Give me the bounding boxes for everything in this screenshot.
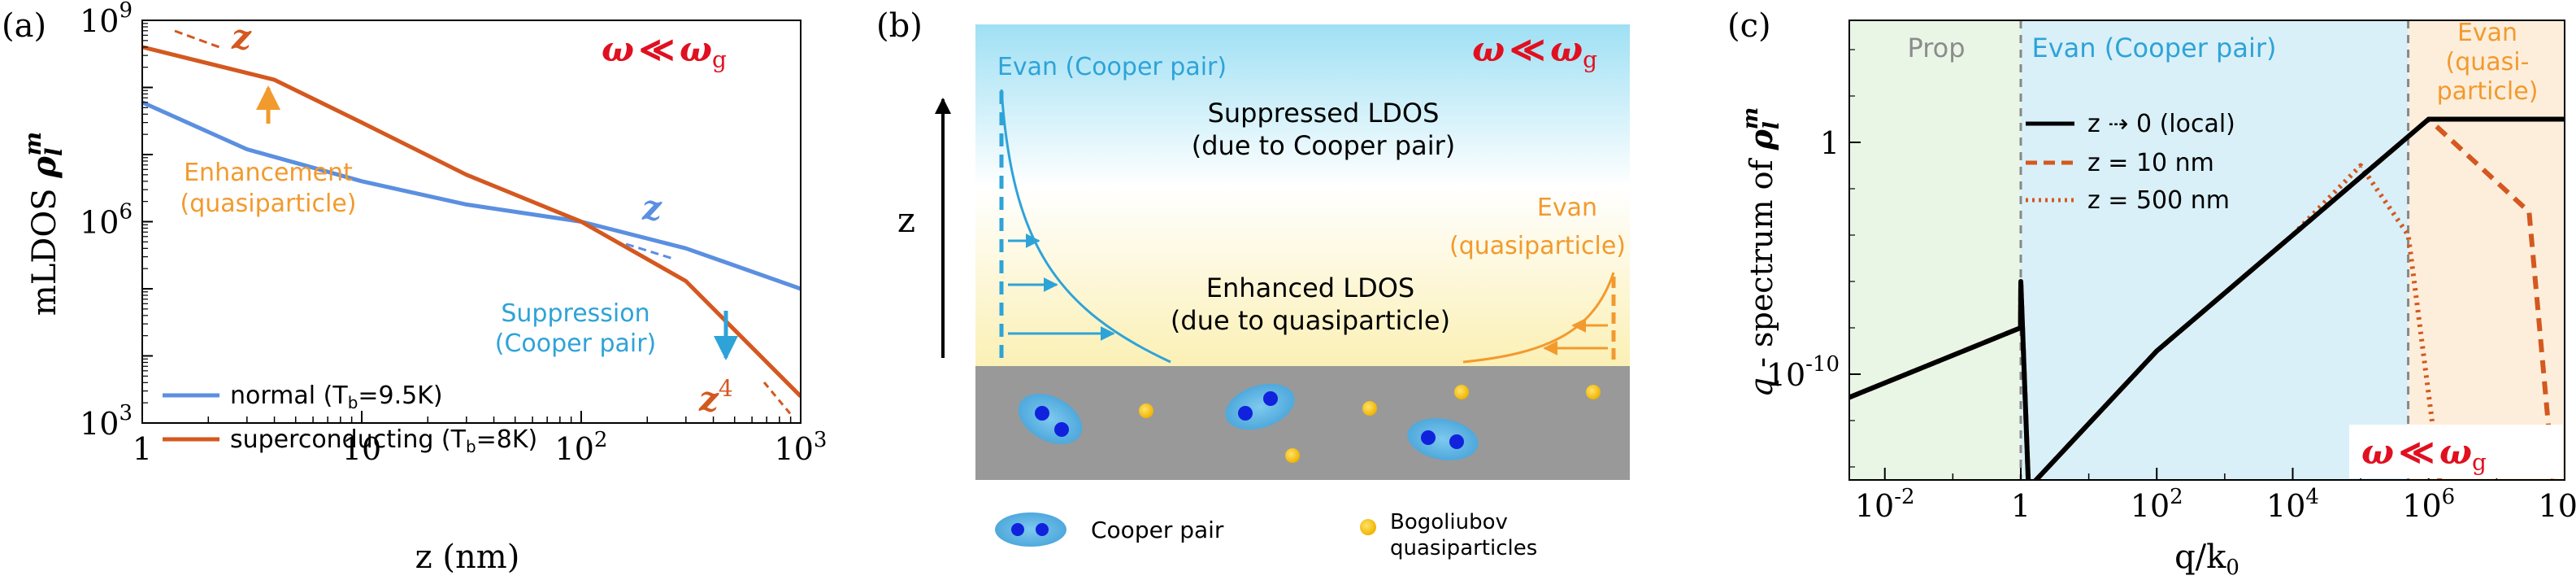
substrate [975, 366, 1630, 480]
panel-c-frame [1848, 20, 2565, 481]
x-tick-label: 102 [555, 428, 608, 467]
evan-qp-label-2: (quasiparticle) [1449, 232, 1626, 260]
region-evan-cp [2020, 20, 2409, 480]
region-prop [1849, 20, 2021, 480]
panel-b: (b) ω≪ωg z Evan (Cooper pair) Suppressed… [876, 7, 1630, 560]
region-evan-qp-label-2: (quasi- [2446, 48, 2530, 76]
x-tick-label: 10-2 [1855, 485, 1915, 524]
legend-cooper-pair-swatch [995, 512, 1066, 547]
evan-qp-curve [1462, 272, 1615, 364]
legend-500nm: z = 500 nm [2087, 186, 2230, 215]
panel-c-label: (c) [1727, 7, 1771, 45]
legend-bq-2: quasiparticles [1390, 536, 1537, 560]
panel-a-frame [141, 20, 801, 424]
enhanced-label-2: (due to quasiparticle) [1171, 305, 1450, 336]
enhanced-label-1: Enhanced LDOS [1206, 273, 1414, 303]
legend-bq-1: Bogoliubov [1390, 510, 1508, 534]
cooper-pair-3 [1407, 418, 1479, 460]
panel-a-label: (a) [2, 7, 46, 45]
panel-a-xlabel: z (nm) [415, 539, 520, 576]
cooper-pair-2 [1225, 383, 1295, 430]
panel-a-ylabel: mLDOS ρlm [20, 132, 67, 316]
enhanced-region [975, 187, 1630, 366]
asymptote-z-mid [625, 242, 674, 260]
quasiparticle-1 [1139, 403, 1153, 418]
x-tick-label: 10 [342, 431, 381, 467]
x-tick-label: 1 [2011, 488, 2031, 524]
y-tick-label: 10-10 [1766, 352, 1840, 393]
x-tick-label: 103 [775, 428, 828, 467]
evan-cp-label: Evan (Cooper pair) [997, 53, 1227, 81]
annot-z-mid: z [641, 188, 662, 228]
panel-a-ticks: 1 10 102 103 103 106 109 [80, 0, 827, 467]
quasiparticle-4 [1285, 448, 1300, 463]
panel-c-ylabel: q - spectrum of ρlm [1739, 107, 1784, 398]
annot-z-top: z [231, 17, 252, 57]
legend-local: z ⇢ 0 (local) [2087, 110, 2235, 138]
x-tick-label: 108 [2539, 485, 2576, 524]
panel-c-series [1849, 116, 2565, 480]
asymptote-z4 [762, 382, 794, 417]
y-tick-label: 109 [80, 0, 132, 39]
region-evan-cp-label: Evan (Cooper pair) [2032, 33, 2277, 63]
annot-z4: z4 [698, 375, 733, 419]
panel-b-label: (b) [876, 7, 923, 45]
suppressed-label-2: (due to Cooper pair) [1192, 130, 1456, 161]
x-tick-label: 102 [2131, 485, 2183, 524]
panel-a-series [142, 45, 801, 398]
legend-quasiparticle-swatch [1360, 519, 1376, 535]
x-tick-label: 1 [132, 431, 152, 467]
panel-c: (c) 10-2 1 102 104 106 108 1 10-10 Prop Evan (C… [1727, 7, 2576, 580]
suppressed-region [975, 24, 1630, 187]
series-superconducting-line [142, 45, 801, 398]
suppression-label-1: Suppression [501, 299, 649, 328]
legend-cooper-pair: Cooper pair [1091, 517, 1224, 543]
evan-qp-label-1: Evan [1537, 194, 1597, 222]
suppression-label-2: (Cooper pair) [495, 329, 657, 358]
enhancement-label-2: (quasiparticle) [180, 190, 357, 218]
panel-c-regime: ω≪ωg [2361, 432, 2487, 476]
evan-cp-curve [1000, 89, 1171, 364]
z-axis-label: z [897, 200, 915, 240]
legend-10nm: z = 10 nm [2087, 149, 2214, 177]
panel-a-regime: ω≪ωg [602, 29, 727, 73]
legend-normal: normal (Tb=9.5K) [230, 382, 443, 412]
y-tick-label: 1 [1820, 125, 1840, 161]
cooper-pair-1 [1018, 394, 1083, 444]
panel-c-ticks: 10-2 1 102 104 106 108 1 10-10 [1766, 49, 2576, 524]
region-prop-label: Prop [1907, 33, 1965, 63]
enhancement-label-1: Enhancement [184, 159, 353, 187]
panel-b-regime: ω≪ωg [1472, 29, 1597, 73]
x-tick-label: 106 [2402, 485, 2455, 524]
quasiparticle-3 [1454, 385, 1469, 399]
series-local-line [1849, 116, 2565, 480]
x-tick-label: 104 [2266, 485, 2319, 524]
region-evan-qp [2408, 20, 2565, 480]
panel-a: (a) 1 10 102 103 103 106 109 ω≪ωg z z z4 Enhan… [2, 0, 827, 576]
suppressed-label-1: Suppressed LDOS [1208, 98, 1440, 129]
asymptote-z-top [174, 29, 220, 49]
panel-c-regions [1849, 20, 2565, 480]
panel-c-xlabel: q/k0 [2174, 539, 2239, 580]
quasiparticle-2 [1362, 401, 1377, 416]
series-normal-line [142, 100, 801, 291]
y-tick-label: 103 [80, 401, 132, 442]
region-evan-qp-label-3: particle) [2437, 77, 2539, 106]
quasiparticle-5 [1586, 385, 1601, 399]
y-tick-label: 106 [80, 200, 132, 241]
panel-c-regime-box [2349, 425, 2563, 478]
legend-super: superconducting (Tb=8K) [230, 425, 537, 456]
region-evan-qp-label-1: Evan [2457, 19, 2517, 47]
